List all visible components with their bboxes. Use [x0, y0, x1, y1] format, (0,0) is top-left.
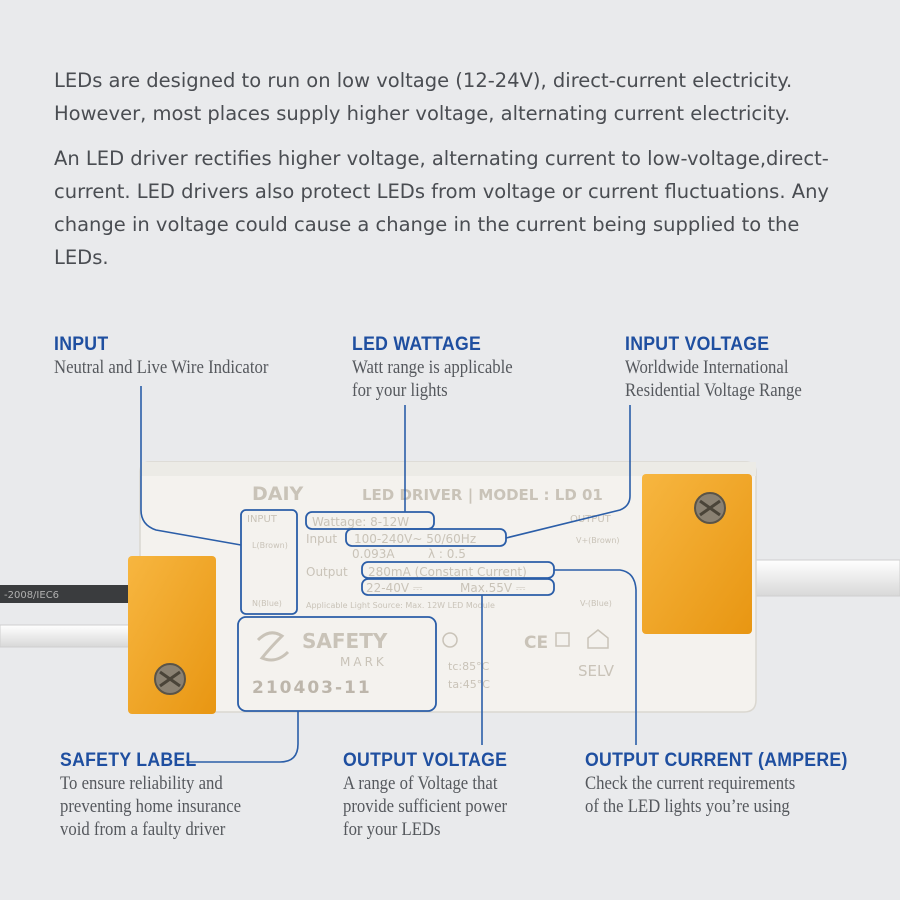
callout-led-wattage: LED WATTAGE Watt range is applicable for… — [352, 334, 535, 402]
safety-logo-icon — [256, 631, 290, 662]
callout-output-current-title: OUTPUT CURRENT (AMPERE) — [585, 750, 848, 771]
callout-output-voltage: OUTPUT VOLTAGE A range of Voltage that p… — [343, 750, 529, 841]
black-cable — [0, 585, 140, 603]
callout-input-voltage-line-2: Residential Voltage Range — [625, 380, 802, 401]
callout-input-desc: Neutral and Live Wire Indicator — [54, 357, 269, 378]
n-blue-label: N(Blue) — [252, 599, 282, 608]
callout-input-title: INPUT — [54, 334, 109, 355]
callout-output-current-line-1: Check the current requirements — [585, 773, 796, 794]
max-voltage-text: Max.55V ⎓ — [460, 581, 526, 595]
input-label: Input — [306, 532, 337, 546]
white-cable-left — [0, 624, 141, 648]
left-terminal — [128, 556, 216, 714]
callout-safety-label-line-3: void from a faulty driver — [60, 819, 226, 840]
tc-text: tc:85°C — [448, 660, 490, 673]
cert-circle-icon — [442, 632, 458, 648]
safety-mark-box — [237, 616, 437, 712]
v-minus-label: V-(Blue) — [580, 599, 612, 608]
output-voltage-text: 22-40V ⎓ — [366, 581, 423, 595]
callout-safety-label-line-1: To ensure reliability and — [60, 773, 223, 794]
indoor-house-icon — [587, 629, 609, 649]
leader-safety-label — [186, 711, 299, 763]
input-terminal-box — [240, 509, 298, 615]
callout-led-wattage-line-2: for your lights — [352, 380, 448, 401]
output-value: 280mA (Constant Current) — [368, 565, 527, 579]
brand-logo: DAIY — [252, 483, 304, 505]
cable-print: -2008/IEC6 — [4, 590, 59, 601]
right-terminal — [642, 474, 752, 634]
v-plus-label: V+(Brown) — [576, 536, 620, 545]
leader-input-voltage — [505, 405, 631, 539]
callout-input-voltage: INPUT VOLTAGE Worldwide International Re… — [625, 334, 826, 402]
mark-word: MARK — [340, 655, 387, 669]
callout-safety-label-line-2: preventing home insurance — [60, 796, 242, 817]
callout-output-voltage-title: OUTPUT VOLTAGE — [343, 750, 508, 771]
power-factor-text: λ : 0.5 — [428, 547, 466, 561]
safety-code: 210403-11 — [252, 678, 372, 698]
housing-top-ridge — [140, 462, 756, 476]
leader-output-current — [554, 569, 637, 745]
selv-text: SELV — [578, 662, 615, 680]
intro-paragraph-2: An LED driver rectifies higher voltage, … — [54, 147, 829, 269]
safety-word: SAFETY — [302, 629, 388, 653]
output-label: Output — [306, 565, 348, 579]
callout-input-voltage-title: INPUT VOLTAGE — [625, 334, 770, 355]
callout-output-current: OUTPUT CURRENT (AMPERE) Check the curren… — [585, 750, 867, 818]
callout-output-voltage-line-1: A range of Voltage that — [343, 773, 498, 794]
class-ii-icon — [555, 632, 570, 647]
callout-output-voltage-line-2: provide sufficient power — [343, 796, 508, 817]
callout-led-wattage-line-1: Watt range is applicable — [352, 357, 513, 378]
left-screw-slot — [159, 670, 181, 688]
ta-text: ta:45°C — [448, 678, 490, 691]
current-in-text: 0.093A — [352, 547, 395, 561]
callout-input: INPUT Neutral and Live Wire Indicator — [54, 334, 298, 379]
wattage-text: Wattage: 8-12W — [312, 515, 409, 529]
ce-mark: CE — [524, 633, 548, 653]
callout-input-voltage-line-1: Worldwide International — [625, 357, 789, 378]
right-screw-slot — [699, 499, 721, 517]
output-tag: OUTPUT — [570, 514, 612, 525]
output-voltage-box — [361, 578, 555, 596]
callout-safety-label: SAFETY LABEL To ensure reliability and p… — [60, 750, 266, 841]
callout-safety-label-title: SAFETY LABEL — [60, 750, 197, 771]
callout-led-wattage-title: LED WATTAGE — [352, 334, 482, 355]
input-tag: INPUT — [247, 514, 278, 525]
input-value: 100-240V~ 50/60Hz — [354, 532, 476, 546]
callout-output-voltage-line-3: for your LEDs — [343, 819, 441, 840]
intro-text: LEDs are designed to run on low voltage … — [54, 64, 854, 286]
leader-input — [140, 386, 242, 546]
applicable-text: Applicable Light Source: Max. 12W LED Mo… — [306, 601, 495, 610]
callout-output-current-line-2: of the LED lights you’re using — [585, 796, 790, 817]
intro-paragraph-1: LEDs are designed to run on low voltage … — [54, 69, 793, 125]
model-header: LED DRIVER | MODEL : LD 01 — [362, 486, 603, 505]
white-cable-right — [749, 559, 900, 597]
l-brown-label: L(Brown) — [252, 541, 288, 550]
